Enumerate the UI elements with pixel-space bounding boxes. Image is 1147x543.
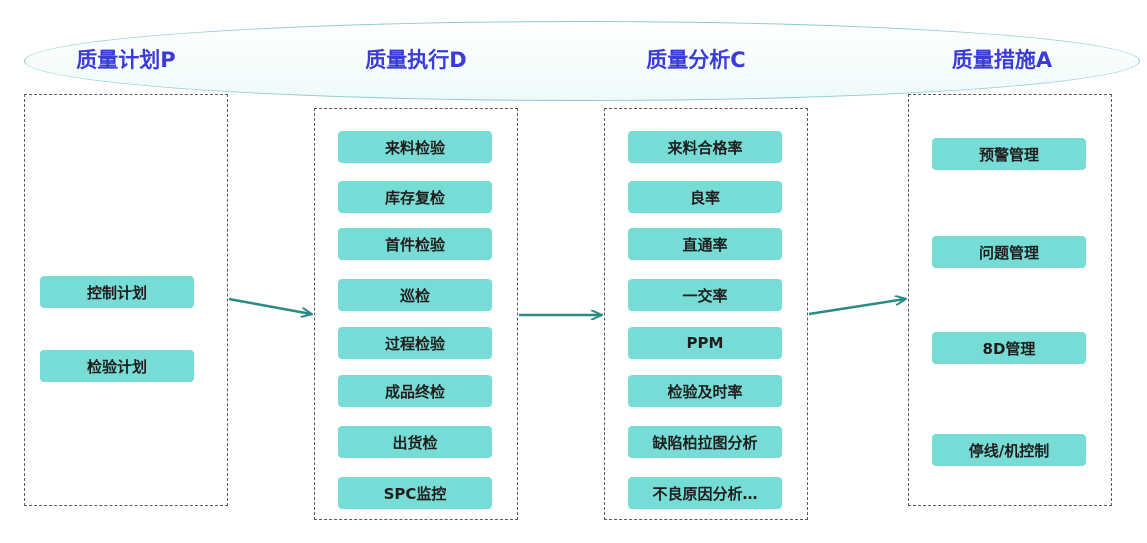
item-patrol-inspection: 巡检 <box>338 279 492 311</box>
phase-title-act: 质量措施A <box>951 48 1053 72</box>
item-spc-monitoring: SPC监控 <box>338 477 492 509</box>
item-warning-management: 预警管理 <box>932 138 1086 170</box>
item-control-plan: 控制计划 <box>40 276 194 308</box>
phase-title-plan: 质量计划P <box>76 48 176 72</box>
pdca-cycle-ellipse <box>24 21 1140 101</box>
item-process-inspection: 过程检验 <box>338 327 492 359</box>
phase-title-check: 质量分析C <box>646 48 746 72</box>
item-ppm: PPM <box>628 327 782 359</box>
item-final-inspection: 成品终检 <box>338 375 492 407</box>
item-issue-management: 问题管理 <box>932 236 1086 268</box>
item-line-stop-control: 停线/机控制 <box>932 434 1086 466</box>
arrow-plan-to-do <box>228 297 311 314</box>
item-defect-pareto-analysis: 缺陷柏拉图分析 <box>628 426 782 458</box>
item-first-article-inspection: 首件检验 <box>338 228 492 260</box>
item-incoming-inspection: 来料检验 <box>338 131 492 163</box>
item-inspection-timeliness: 检验及时率 <box>628 375 782 407</box>
item-yield-rate: 良率 <box>628 181 782 213</box>
item-defect-cause-analysis: 不良原因分析… <box>628 477 782 509</box>
item-stock-reinspection: 库存复检 <box>338 181 492 213</box>
arrow-check-to-act <box>808 299 905 316</box>
item-shipping-inspection: 出货检 <box>338 426 492 458</box>
item-inspection-plan: 检验计划 <box>40 350 194 382</box>
item-first-pass-rate: 直通率 <box>628 228 782 260</box>
phase-title-do: 质量执行D <box>365 48 467 72</box>
item-8d-management: 8D管理 <box>932 332 1086 364</box>
item-one-time-delivery-rate: 一交率 <box>628 279 782 311</box>
item-incoming-pass-rate: 来料合格率 <box>628 131 782 163</box>
